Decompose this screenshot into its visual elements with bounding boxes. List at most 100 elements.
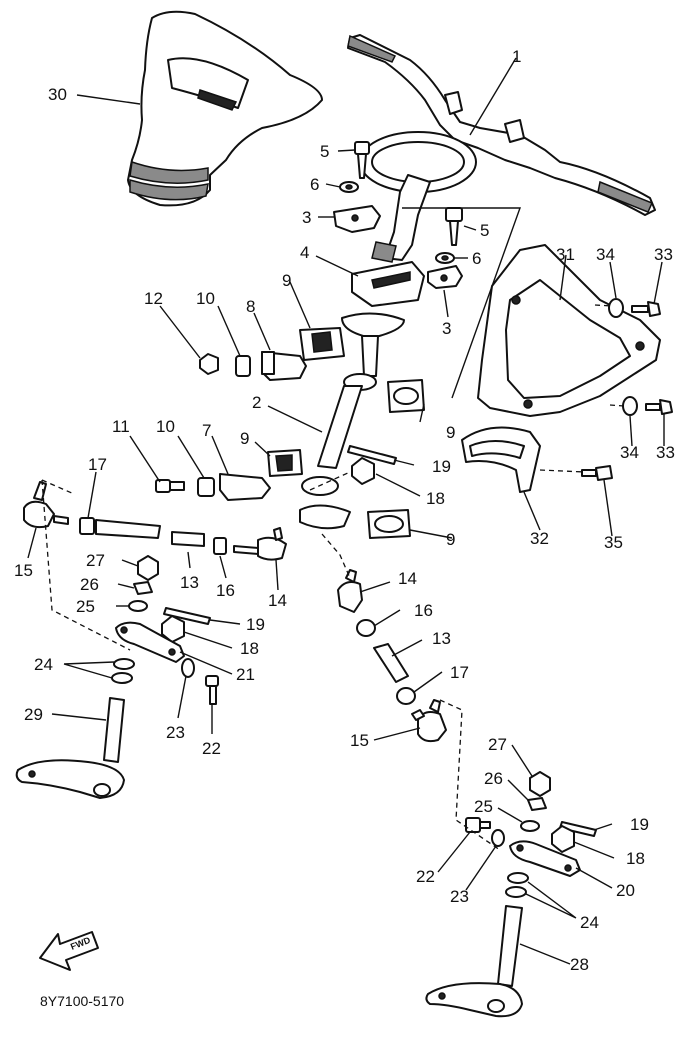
part-14-ball-joint-left <box>233 527 287 561</box>
callout-22-right: 22 <box>416 867 435 886</box>
part-22-bolt-left <box>205 675 219 705</box>
callout-33-upper: 33 <box>654 245 673 264</box>
callout-25-right: 25 <box>474 797 493 816</box>
callout-13-right: 13 <box>432 629 451 648</box>
callout-17-right: 17 <box>450 663 469 682</box>
callout-3-upper: 3 <box>302 208 311 227</box>
part-16-locknut-right <box>356 619 376 637</box>
part-9-bushing-lower-right <box>367 509 411 539</box>
part-25-washer-right <box>520 820 540 832</box>
callout-9-top: 9 <box>282 271 291 290</box>
part-32-trim-cover <box>461 426 541 493</box>
part-3-clamp-lower <box>427 265 463 289</box>
part-23-washer-right <box>491 829 505 847</box>
callout-17-left: 17 <box>88 455 107 474</box>
callout-24-left: 24 <box>34 655 53 674</box>
part-11-bolt <box>155 479 185 493</box>
callout-9-lower-right: 9 <box>446 530 455 549</box>
part-27-castle-nut-right <box>529 771 551 797</box>
callout-15-right: 15 <box>350 731 369 750</box>
assembly-lines <box>41 304 625 851</box>
callout-29: 29 <box>24 705 43 724</box>
part-33-bolt-lower <box>645 399 673 415</box>
part-5-bolt-left <box>354 141 370 179</box>
callout-32: 32 <box>530 529 549 548</box>
part-17-locknut-right <box>396 687 416 705</box>
callout-33-lower: 33 <box>656 443 675 462</box>
callout-8: 8 <box>246 297 255 316</box>
callout-23-right: 23 <box>450 887 469 906</box>
part-35-bolt <box>581 465 613 481</box>
part-15-tie-rod-end-right <box>411 699 447 743</box>
callout-16-left: 16 <box>216 581 235 600</box>
leader-lines <box>27 57 665 965</box>
callout-26-left: 26 <box>80 575 99 594</box>
callout-27-left: 27 <box>86 551 105 570</box>
part-17-locknut-left <box>79 517 95 535</box>
part-9-bushing-upper-left <box>299 327 345 361</box>
callout-6-upper: 6 <box>310 175 319 194</box>
part-34-washer-lower <box>622 396 638 416</box>
part-6-washer-right <box>435 252 455 264</box>
part-6-washer-left <box>339 181 359 193</box>
part-33-bolt-upper <box>631 301 661 317</box>
part-7-bracket-lower <box>219 473 271 501</box>
callout-25-left: 25 <box>76 597 95 616</box>
part-28-spindle-right <box>425 905 523 1018</box>
callout-34-upper: 34 <box>596 245 615 264</box>
forward-arrow: FWD <box>39 931 99 971</box>
callout-11: 11 <box>112 417 130 436</box>
part-24-washers-right <box>505 872 529 898</box>
part-14-ball-joint-right <box>337 569 363 613</box>
callout-20: 20 <box>616 881 635 900</box>
part-26-pin-right <box>527 797 547 811</box>
part-13-tie-rod-left <box>95 519 161 539</box>
part-18-nut-upper <box>351 457 375 485</box>
part-21-knuckle-arm-left <box>115 621 185 663</box>
part-10-spacer-upper <box>235 355 251 377</box>
part-16-locknut-left <box>213 537 227 555</box>
callout-12: 12 <box>144 289 163 308</box>
part-27-castle-nut-left <box>137 555 159 581</box>
callout-4: 4 <box>300 243 309 262</box>
callout-2: 2 <box>252 393 261 412</box>
part-12-nut <box>199 353 219 375</box>
part-13-tie-rod-right <box>373 643 409 683</box>
callout-labels: 1 30 5 6 3 5 4 6 31 34 33 9 12 10 8 3 2 … <box>14 47 675 974</box>
callout-3-lower: 3 <box>442 319 451 338</box>
callout-26-right: 26 <box>484 769 503 788</box>
callout-31: 31 <box>556 245 575 264</box>
callout-19-left: 19 <box>246 615 265 634</box>
callout-23-left: 23 <box>166 723 185 742</box>
callout-9-mid-left: 9 <box>240 429 249 448</box>
callout-28: 28 <box>570 955 589 974</box>
callout-14-right: 14 <box>398 569 417 588</box>
callout-24-right: 24 <box>580 913 599 932</box>
part-34-washer-upper <box>608 298 624 318</box>
callout-14-left: 14 <box>268 591 287 610</box>
part-4-column-holder <box>351 261 425 307</box>
callout-10-lower: 10 <box>156 417 175 436</box>
part-30-column-cover <box>127 10 323 207</box>
part-31-dash-bracket <box>477 244 661 417</box>
part-13-tie-rod-left-piece <box>171 531 205 547</box>
callout-9-right-upper: 9 <box>446 423 455 442</box>
callout-15-left: 15 <box>14 561 33 580</box>
part-18-nut-left <box>161 615 185 643</box>
callout-19-upper: 19 <box>432 457 451 476</box>
part-22-bolt-right <box>465 817 491 833</box>
part-10-spacer-lower <box>197 477 215 497</box>
callout-10-upper: 10 <box>196 289 215 308</box>
part-26-pin-left <box>133 581 153 595</box>
callout-30: 30 <box>48 85 67 104</box>
callout-13-left: 13 <box>180 573 199 592</box>
callout-6-lower: 6 <box>472 249 481 268</box>
part-15-tie-rod-end-left <box>23 481 69 529</box>
part-2-steering-shaft <box>299 312 405 530</box>
part-9-bushing-mid-left <box>267 449 303 477</box>
part-3-clamp-upper <box>333 205 381 233</box>
part-8-bracket <box>261 351 307 381</box>
part-1-steering-handle <box>347 34 656 263</box>
callout-18-left: 18 <box>240 639 259 658</box>
